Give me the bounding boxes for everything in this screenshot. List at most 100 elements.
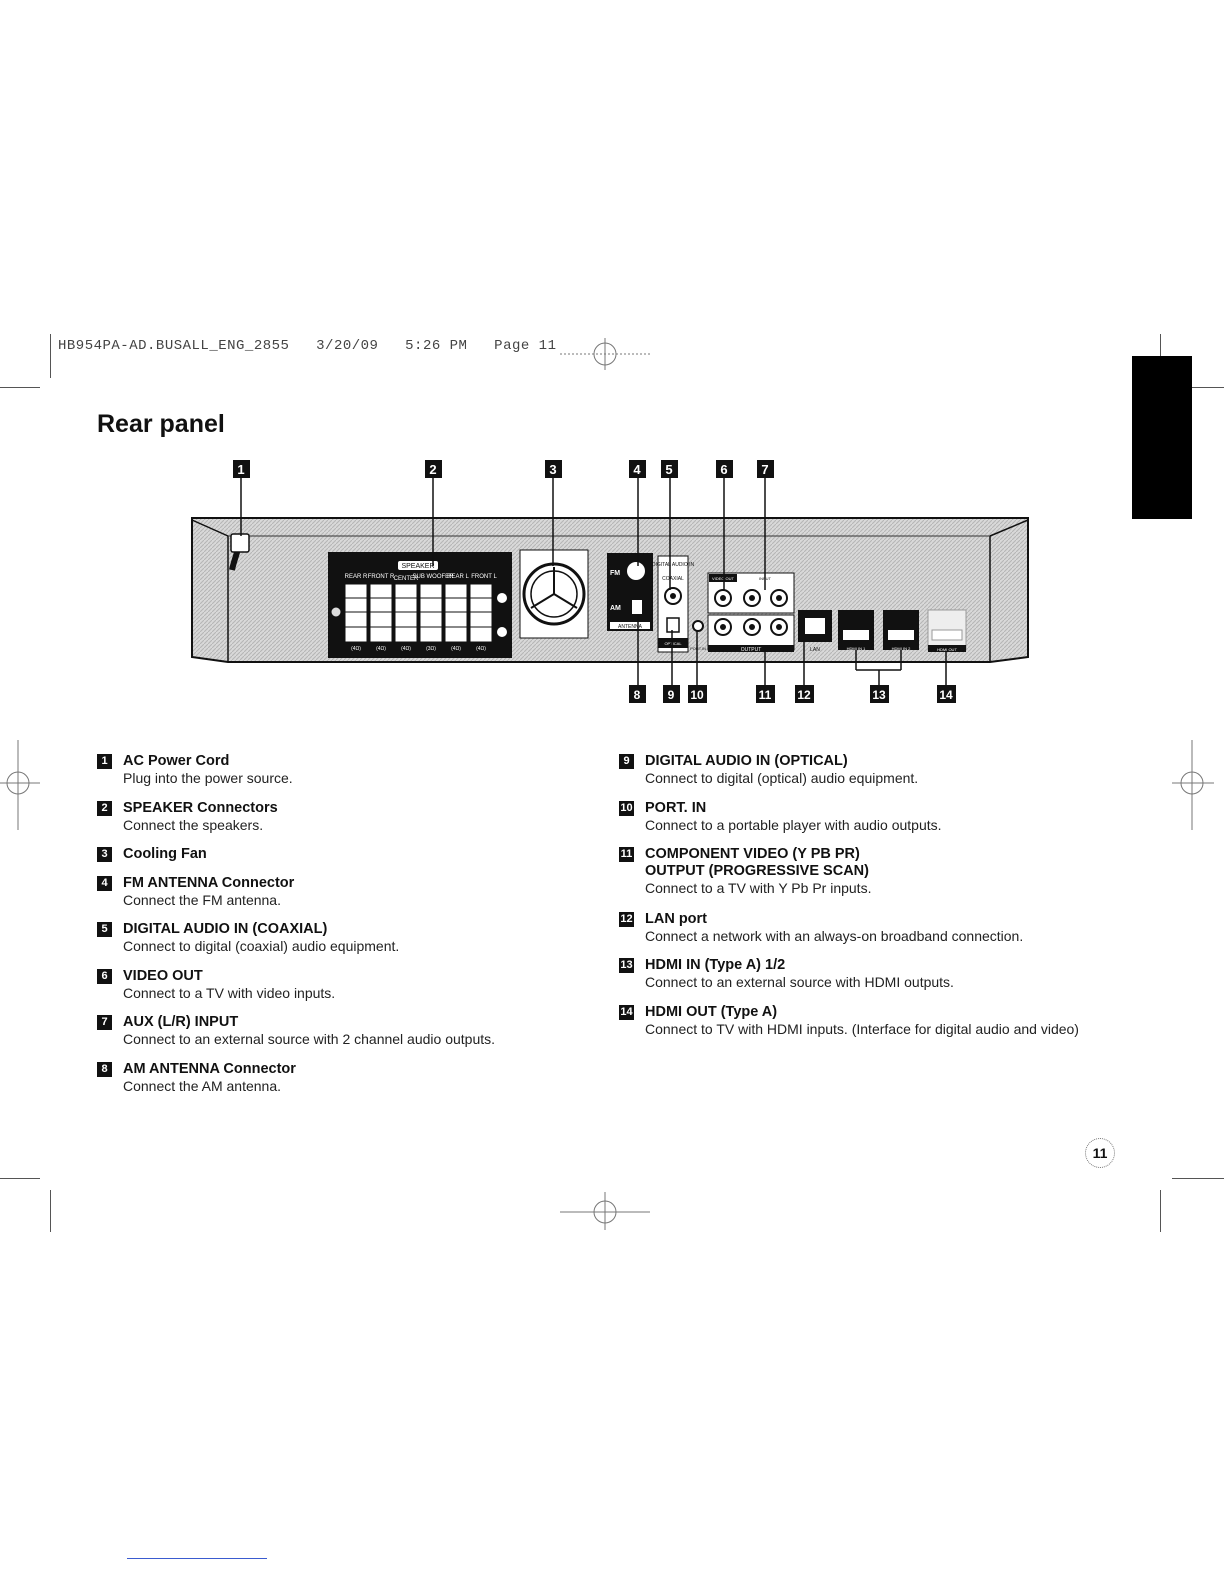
item-description: Connect to an external source with HDMI … <box>645 974 954 990</box>
svg-text:(4Ω): (4Ω) <box>451 646 461 652</box>
list-item: 5 DIGITAL AUDIO IN (COAXIAL) Connect to … <box>97 921 597 955</box>
crop-mark <box>50 1190 51 1232</box>
svg-text:REAR L: REAR L <box>447 574 469 580</box>
svg-text:COAXIAL: COAXIAL <box>662 576 684 582</box>
item-number-badge: 4 <box>97 876 112 891</box>
item-number-badge: 7 <box>97 1015 112 1030</box>
item-description: Connect the speakers. <box>123 817 264 833</box>
svg-text:OUTPUT: OUTPUT <box>741 647 762 653</box>
svg-text:PORT.IN: PORT.IN <box>690 646 706 651</box>
svg-text:FRONT L: FRONT L <box>471 574 497 580</box>
svg-text:7: 7 <box>761 462 768 477</box>
item-title: COMPONENT VIDEO (Y PB PR) <box>645 846 860 862</box>
svg-text:CENTER: CENTER <box>394 576 419 582</box>
item-title: PORT. IN <box>645 800 707 816</box>
svg-text:(4Ω): (4Ω) <box>376 646 386 652</box>
item-number-badge: 5 <box>97 922 112 937</box>
callout-badges-bottom: 8 9 10 11 12 13 14 <box>629 685 956 703</box>
svg-text:6: 6 <box>720 462 727 477</box>
list-item: 1 AC Power Cord Plug into the power sour… <box>97 753 597 787</box>
svg-text:13: 13 <box>872 688 886 702</box>
item-number-badge: 1 <box>97 754 112 769</box>
item-number-badge: 12 <box>619 912 634 927</box>
print-header: HB954PA-AD.BUSALL_ENG_2855 3/20/09 5:26 … <box>58 338 557 354</box>
item-title: Cooling Fan <box>123 846 207 862</box>
svg-text:12: 12 <box>797 688 811 702</box>
svg-text:(4Ω): (4Ω) <box>476 646 486 652</box>
svg-text:DIGITAL AUDIO IN: DIGITAL AUDIO IN <box>652 562 695 568</box>
item-title: LAN port <box>645 911 708 927</box>
item-number-badge: 14 <box>619 1005 634 1020</box>
speaker-label: SPEAKER <box>401 563 434 570</box>
item-number-badge: 8 <box>97 1062 112 1077</box>
item-description: Connect to TV with HDMI inputs. (Interfa… <box>645 1021 1079 1037</box>
rear-panel-diagram: SPEAKER REAR R FRONT R CENTER SUB WOOFER… <box>191 460 1029 703</box>
item-title: VIDEO OUT <box>123 968 203 984</box>
item-description: Connect to digital (optical) audio equip… <box>645 770 919 786</box>
crop-mark <box>1160 1190 1161 1232</box>
list-item: 10 PORT. IN Connect to a portable player… <box>619 800 1159 834</box>
item-description: Connect the FM antenna. <box>123 892 281 908</box>
item-title: AUX (L/R) INPUT <box>123 1014 239 1030</box>
item-title: AM ANTENNA Connector <box>123 1061 296 1077</box>
svg-text:AM: AM <box>610 605 621 612</box>
item-title-line2: OUTPUT (PROGRESSIVE SCAN) <box>645 863 869 879</box>
list-item: 12 LAN port Connect a network with an al… <box>619 911 1159 945</box>
svg-text:10: 10 <box>690 688 704 702</box>
svg-text:HDMI OUT: HDMI OUT <box>937 647 957 652</box>
item-description: Connect to a TV with Y Pb Pr inputs. <box>645 880 872 896</box>
item-title: FM ANTENNA Connector <box>123 875 295 891</box>
item-number-badge: 11 <box>619 847 634 862</box>
crop-mark <box>50 334 51 378</box>
page-number: 11 <box>1085 1138 1115 1168</box>
svg-text:OPTICAL: OPTICAL <box>664 641 682 646</box>
svg-text:ANTENNA: ANTENNA <box>618 624 643 630</box>
svg-text:REAR R: REAR R <box>345 574 368 580</box>
svg-text:11: 11 <box>759 688 772 702</box>
item-title: HDMI IN (Type A) 1/2 <box>645 957 786 973</box>
crop-mark <box>0 387 40 388</box>
item-description: Connect to a TV with video inputs. <box>123 985 336 1001</box>
item-title: AC Power Cord <box>123 753 230 769</box>
item-title: DIGITAL AUDIO IN (COAXIAL) <box>123 921 328 937</box>
list-item: 14 HDMI OUT (Type A) Connect to TV with … <box>619 1004 1159 1038</box>
list-item: 2 SPEAKER Connectors Connect the speaker… <box>97 800 597 834</box>
list-item: 13 HDMI IN (Type A) 1/2 Connect to an ex… <box>619 957 1159 991</box>
item-number-badge: 10 <box>619 801 634 816</box>
svg-text:(4Ω): (4Ω) <box>351 646 361 652</box>
page-title: Rear panel <box>97 410 225 438</box>
item-description: Plug into the power source. <box>123 770 293 786</box>
svg-text:FRONT R: FRONT R <box>368 574 395 580</box>
item-title: HDMI OUT (Type A) <box>645 1004 778 1020</box>
svg-text:1: 1 <box>237 462 244 477</box>
item-description: Connect the AM antenna. <box>123 1078 281 1094</box>
list-item: 9 DIGITAL AUDIO IN (OPTICAL) Connect to … <box>619 753 1159 787</box>
item-description: Connect to a portable player with audio … <box>645 817 942 833</box>
svg-text:9: 9 <box>668 688 675 702</box>
item-description: Connect a network with an always-on broa… <box>645 928 1024 944</box>
crop-mark <box>1172 1178 1224 1179</box>
svg-text:LAN: LAN <box>810 647 820 653</box>
svg-text:4: 4 <box>633 462 641 477</box>
cooling-fan-icon <box>519 549 589 639</box>
callout-badges-top: 1 2 3 4 5 6 7 <box>233 460 774 478</box>
svg-text:SUB WOOFER: SUB WOOFER <box>412 574 454 580</box>
svg-text:2: 2 <box>429 462 436 477</box>
item-number-badge: 13 <box>619 958 634 973</box>
item-description: Connect to digital (coaxial) audio equip… <box>123 938 400 954</box>
footer-rule <box>127 1558 267 1559</box>
list-item: 11 COMPONENT VIDEO (Y PB PR) OUTPUT (PRO… <box>619 846 1159 897</box>
crop-mark <box>1172 387 1224 388</box>
svg-text:(3Ω): (3Ω) <box>426 646 436 652</box>
crop-mark <box>0 1178 40 1179</box>
item-description: Connect to an external source with 2 cha… <box>123 1031 496 1047</box>
svg-text:(4Ω): (4Ω) <box>401 646 411 652</box>
item-number-badge: 2 <box>97 801 112 816</box>
item-title: DIGITAL AUDIO IN (OPTICAL) <box>645 753 848 769</box>
svg-text:FM: FM <box>610 570 620 577</box>
svg-text:5: 5 <box>665 462 672 477</box>
item-number-badge: 3 <box>97 847 112 862</box>
svg-text:8: 8 <box>634 688 641 702</box>
list-item: 3 Cooling Fan <box>97 846 597 863</box>
list-item: 8 AM ANTENNA Connector Connect the AM an… <box>97 1061 597 1095</box>
